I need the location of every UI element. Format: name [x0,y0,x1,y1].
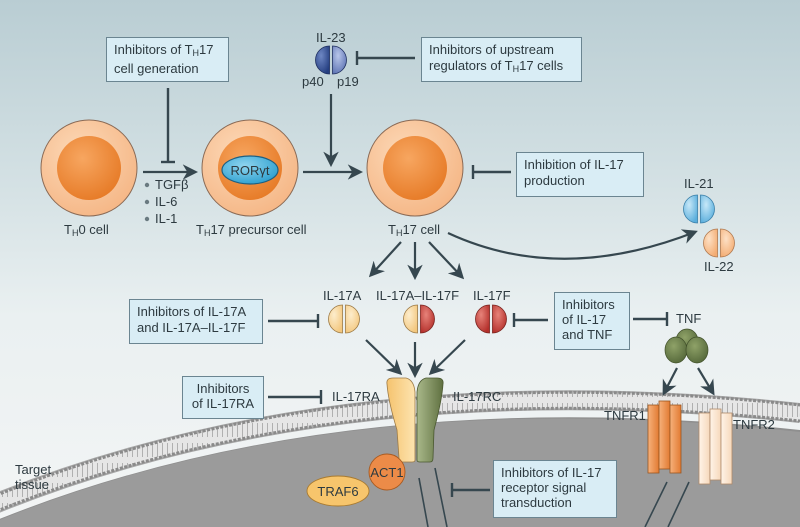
il23-label: IL-23 [316,30,346,45]
th0-cell [40,119,138,217]
il22-label: IL-22 [704,259,734,274]
tnfr1-label: TNFR1 [604,408,646,423]
tnfr2-arrow [697,367,715,396]
il17a-label: IL-17A [323,288,362,303]
tnfr2-label: TNFR2 [733,417,775,432]
tnf-trimer [664,328,709,364]
act1-label: ACT1 [370,465,403,480]
il17f-arrow [428,241,465,280]
roryt-label: RORγt [231,163,270,178]
factor-il6: IL-6 [155,194,178,209]
th17-precursor-cell: RORγt [201,119,299,217]
il17f-receptor-arrow [428,339,466,376]
th17-precursor-label: TH17 precursor cell [196,222,307,238]
box-il17ra-inhibitors: Inhibitors of IL-17RA [182,376,264,419]
il23-cytokine [315,45,347,75]
inhibit-il17a-line [268,314,320,328]
th0-cell-label: TH0 cell [64,222,109,238]
il21-cytokine [683,194,715,224]
box-th17-generation-inhibitors: Inhibitors of TH17 cell generation [106,37,229,82]
inhibit-signal-line [450,483,490,497]
traf6-label: TRAF6 [317,484,358,499]
inhibit-production-line [471,165,511,179]
p40-label: p40 [302,74,324,89]
th17-cell-label: TH17 cell [388,222,441,238]
roryt-nucleus [221,155,279,185]
inhibit-il17ra-line [268,390,323,404]
act1-protein [368,453,406,491]
il21-label: IL-21 [684,176,714,191]
th17-cell [366,119,464,217]
il17a-il17f-cytokine [403,304,435,334]
tnf-label: TNF [676,311,702,326]
il17a-il17f-label: IL-17A–IL-17F [376,288,460,303]
inhibit-upstream-line [355,51,415,65]
traf6-protein [306,475,370,507]
inhibit-il17f-line [512,313,548,327]
p19-label: p19 [337,74,359,89]
factor-il1: IL-1 [155,211,178,226]
box-il17-tnf-inhibitors: Inhibitors of IL-17 and TNF [554,292,630,350]
box-signal-transduction-inhibitors: Inhibitors of IL-17 receptor signal tran… [493,460,617,518]
signal-line-1 [418,477,429,527]
tnfr2-receptor [698,408,733,485]
il21-il22-arrow [447,229,698,260]
tnfr2-signal-line [667,481,690,527]
inhibit-tnf-line [633,312,669,326]
il17a-arrow [368,241,402,278]
box-il17-production-inhibition: Inhibition of IL-17 production [516,152,644,197]
tnfr1-signal-line [644,481,668,527]
inhibit-generation-line [161,88,175,164]
il17a-receptor-arrow [365,339,403,376]
box-il17a-inhibitors: Inhibitors of IL-17A and IL-17A–IL-17F [129,299,263,344]
tnfr1-arrow [662,367,678,396]
il17a-cytokine [328,304,360,334]
box-upstream-regulators-inhibitors: Inhibitors of upstream regulators of TH1… [421,37,582,82]
il17f-label: IL-17F [473,288,511,303]
il17rc-label: IL-17RC [453,389,502,404]
factor-tgfb: TGFβ [155,177,189,192]
il17rc-receptor [416,377,444,463]
tnfr1-receptor [647,400,682,474]
il22-cytokine [703,228,735,258]
il17ra-label: IL-17RA [332,389,380,404]
signal-line-2 [434,467,448,527]
il17ra-receptor [386,377,416,463]
il17f-cytokine [475,304,507,334]
